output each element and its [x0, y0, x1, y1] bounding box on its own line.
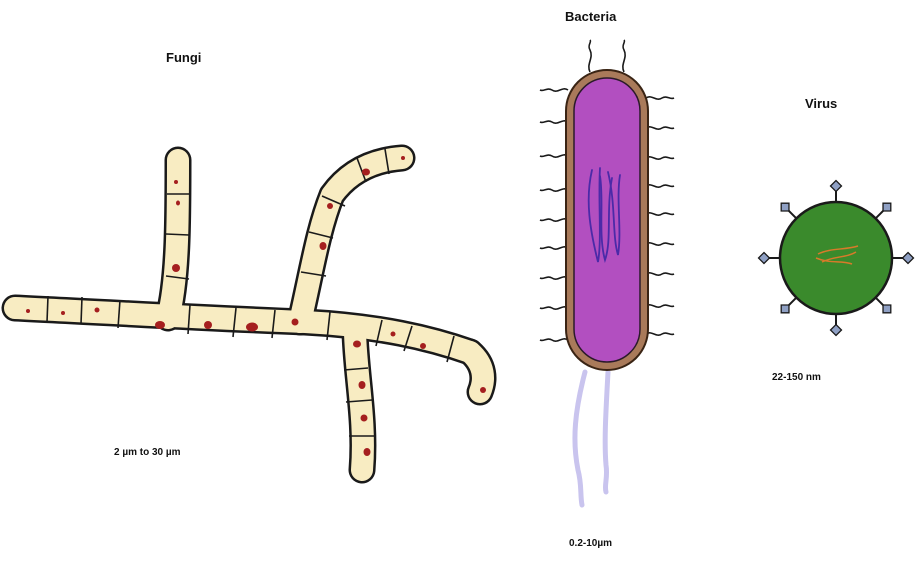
septum — [47, 296, 48, 322]
flagellum — [605, 372, 608, 492]
pilus — [540, 89, 568, 91]
nucleus — [204, 321, 212, 329]
nucleus — [480, 387, 486, 393]
spike — [777, 298, 796, 317]
virus-size-label: 22-150 nm — [772, 372, 821, 383]
hypha-branch-right — [300, 158, 402, 322]
fungi-hyphae — [15, 149, 486, 470]
pilus — [646, 213, 674, 215]
hypha-tip-right — [470, 352, 483, 392]
septum — [81, 297, 82, 324]
septum — [166, 234, 189, 235]
virus-particle — [759, 181, 914, 336]
nucleus — [176, 201, 180, 206]
pilus — [540, 189, 568, 191]
pilus — [646, 127, 674, 129]
pilus — [646, 97, 674, 99]
pilus — [540, 121, 568, 123]
cytoplasm — [574, 78, 640, 362]
spike — [759, 253, 781, 264]
bacteria-title: Bacteria — [565, 9, 616, 24]
nucleus — [391, 332, 396, 337]
pilus — [540, 219, 568, 221]
flagellum — [575, 372, 585, 505]
pilus — [646, 243, 674, 245]
spike — [892, 253, 914, 264]
spike — [831, 314, 842, 336]
nucleus — [362, 169, 370, 176]
pilus — [540, 277, 568, 279]
nucleus — [61, 311, 65, 315]
spike — [831, 181, 842, 203]
nucleus — [292, 319, 299, 326]
pilus — [646, 305, 674, 307]
nucleus — [95, 308, 100, 313]
pilus — [540, 307, 568, 309]
pilus — [646, 333, 674, 335]
nucleus — [353, 341, 361, 348]
pilus — [646, 273, 674, 275]
pilus — [540, 339, 568, 341]
nucleus — [361, 415, 368, 422]
nucleus — [364, 448, 371, 456]
bacteria-cell — [540, 40, 674, 505]
pilus — [646, 157, 674, 159]
nucleus — [420, 343, 426, 349]
nucleus — [172, 264, 180, 272]
pilus — [540, 155, 568, 157]
nucleus — [26, 309, 30, 313]
pilus — [540, 247, 568, 249]
pilus — [646, 185, 674, 187]
spike — [777, 199, 796, 218]
bacteria-size-label: 0.2-10µm — [569, 538, 612, 549]
virus-title: Virus — [805, 96, 837, 111]
nucleus — [401, 156, 405, 160]
nucleus — [246, 323, 258, 332]
nucleus — [320, 242, 327, 250]
fungi-size-label: 2 µm to 30 µm — [114, 447, 181, 458]
spike — [876, 199, 895, 218]
pilus — [589, 40, 591, 72]
fungi-title: Fungi — [166, 50, 201, 65]
nucleus — [327, 203, 333, 209]
spike — [876, 298, 895, 317]
nucleus — [174, 180, 178, 184]
nucleus — [359, 381, 366, 389]
nucleus — [155, 321, 165, 329]
pilus — [623, 40, 625, 72]
